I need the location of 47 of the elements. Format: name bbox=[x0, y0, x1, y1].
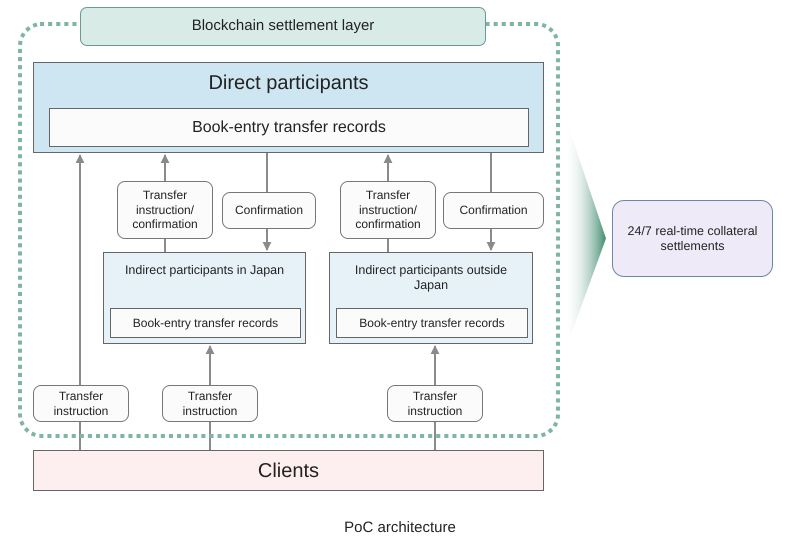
arrow bbox=[430, 345, 440, 385]
message-box bbox=[340, 181, 436, 239]
panel-heading: Indirect participants in Japan bbox=[124, 263, 284, 278]
message-box bbox=[117, 181, 213, 239]
record-box bbox=[49, 108, 529, 147]
box-label: Confirmation bbox=[458, 203, 529, 218]
layer-heading: Blockchain settlement layer bbox=[80, 7, 486, 46]
box-label: 24/7 real-time collateral settlements bbox=[626, 224, 758, 254]
record-box bbox=[336, 308, 528, 338]
message-box bbox=[443, 192, 544, 229]
arrow bbox=[486, 229, 496, 251]
box-label: Transfer instruction/ confirmation bbox=[131, 188, 199, 232]
panel-heading: Direct participants bbox=[208, 71, 369, 95]
connector-line bbox=[79, 422, 81, 450]
arrow bbox=[160, 154, 170, 181]
dotted-region bbox=[18, 7, 560, 438]
box-label: Book-entry transfer records bbox=[359, 316, 505, 330]
message-box bbox=[222, 192, 316, 229]
message-box bbox=[33, 385, 129, 422]
box-label: Book-entry transfer records bbox=[132, 316, 278, 330]
connector-line bbox=[387, 239, 389, 252]
arrow bbox=[76, 154, 84, 385]
connector-line bbox=[164, 239, 166, 252]
participant-box bbox=[33, 62, 544, 153]
box-label: Confirmation bbox=[234, 203, 304, 218]
connector-line bbox=[490, 153, 492, 192]
message-box bbox=[162, 385, 258, 422]
outcome-box bbox=[612, 200, 773, 277]
arrow bbox=[206, 345, 214, 385]
participant-box bbox=[329, 252, 533, 344]
arrow bbox=[384, 154, 392, 181]
connector-line bbox=[266, 153, 268, 192]
record-box bbox=[110, 308, 301, 338]
box-label: Transfer instruction/ confirmation bbox=[354, 188, 422, 232]
box-label: Transfer instruction bbox=[406, 389, 464, 418]
box-label: Book-entry transfer records bbox=[192, 118, 386, 138]
box-label: Clients bbox=[258, 458, 320, 482]
message-box bbox=[387, 385, 483, 422]
record-box bbox=[33, 450, 544, 491]
participant-box bbox=[103, 252, 306, 344]
box-label: Transfer instruction bbox=[52, 389, 110, 418]
connector-line bbox=[209, 422, 211, 450]
connector-line bbox=[434, 422, 436, 450]
panel-heading: Indirect participants outside Japan bbox=[354, 263, 508, 293]
caption: PoC architecture bbox=[343, 519, 457, 536]
box-label: Transfer instruction bbox=[182, 389, 238, 418]
arrow bbox=[262, 229, 272, 251]
